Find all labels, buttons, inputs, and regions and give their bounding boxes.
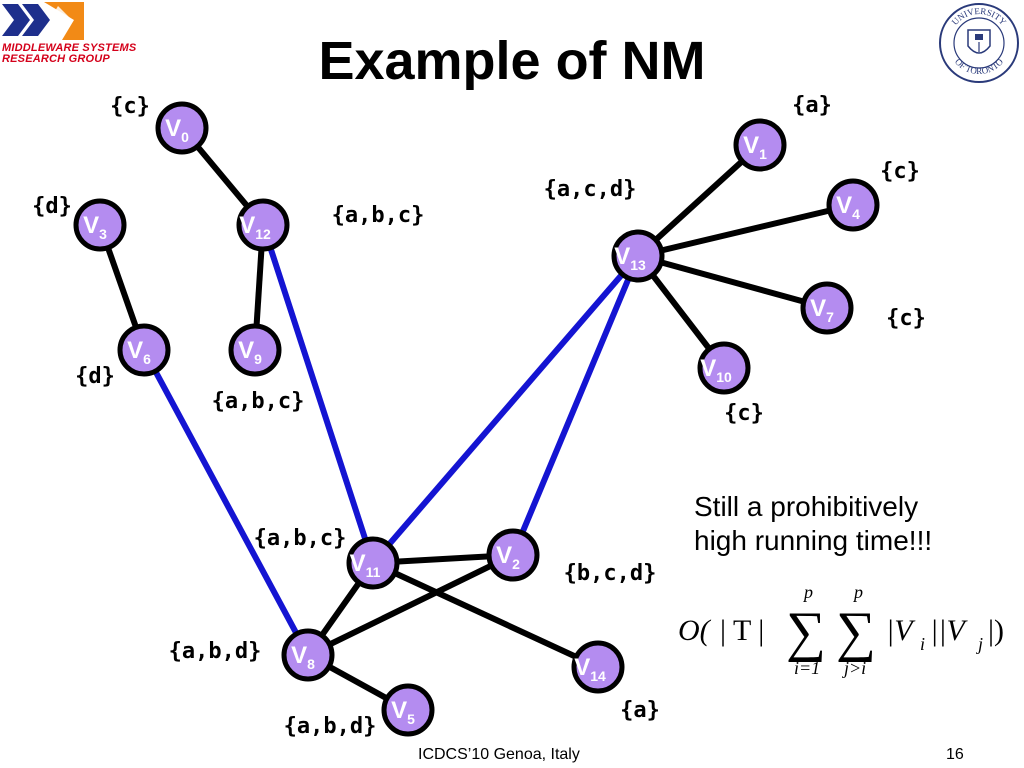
footer-conference: ICDCS’10 Genoa, Italy xyxy=(418,746,580,763)
node-label-v0: V0 xyxy=(165,115,189,145)
node-v4: V4 xyxy=(826,178,880,232)
node-circle-v12 xyxy=(236,198,290,252)
set-label-v4: {c} xyxy=(880,159,920,184)
node-v6: V6 xyxy=(117,323,171,377)
node-v8: V8 xyxy=(281,628,335,682)
edge-v13-v7 xyxy=(637,253,828,311)
node-label-v6: V6 xyxy=(127,337,151,367)
node-circle-v8 xyxy=(281,628,335,682)
edge-v6-v8 xyxy=(141,348,311,657)
note-line-1: Still a prohibitively xyxy=(694,491,919,522)
set-label-v11: {a,b,c} xyxy=(254,526,347,551)
node-circle-v11 xyxy=(346,536,400,590)
formula-sum1-lower: i=1 xyxy=(794,658,820,678)
set-label-v6: {d} xyxy=(75,364,115,389)
node-label-v7: V7 xyxy=(810,295,834,325)
set-label-v9: {a,b,c} xyxy=(212,389,305,414)
node-label-v5: V5 xyxy=(391,697,415,727)
node-circle-v9 xyxy=(228,323,282,377)
complexity-formula: O( | T | ∑ p i=1 ∑ p j>i |V i ||V j |) xyxy=(678,582,1004,678)
node-label-v14: V14 xyxy=(574,654,606,684)
note-line-2: high running time!!! xyxy=(694,525,933,556)
formula-t-part: | T | xyxy=(720,614,764,647)
node-v0: V0 xyxy=(155,101,209,155)
node-circle-v6 xyxy=(117,323,171,377)
node-circle-v3 xyxy=(73,198,127,252)
university-seal: UNIVERSITY OF TORONTO xyxy=(939,3,1019,83)
node-label-v11: V11 xyxy=(350,550,381,580)
formula-vj-sub: j xyxy=(976,634,983,654)
set-label-v0: {c} xyxy=(110,94,150,119)
formula-sum1-upper: p xyxy=(802,582,813,602)
formula-sum2-lower: j>i xyxy=(842,658,866,678)
node-v11: V11 xyxy=(346,536,400,590)
set-label-v10: {c} xyxy=(724,401,764,426)
node-v13: V13 xyxy=(611,229,665,283)
node-circle-v0 xyxy=(155,101,209,155)
node-v3: V3 xyxy=(73,198,127,252)
set-label-v5: {a,b,d} xyxy=(284,714,377,739)
node-label-v2: V2 xyxy=(496,542,520,572)
node-label-v9: V9 xyxy=(238,337,262,367)
node-v1: V1 xyxy=(733,118,787,172)
node-circle-v4 xyxy=(826,178,880,232)
node-label-v3: V3 xyxy=(83,212,107,242)
edge-v12-v11 xyxy=(260,224,376,564)
node-label-v10: V10 xyxy=(700,355,732,385)
node-circle-v10 xyxy=(697,341,751,395)
node-label-v8: V8 xyxy=(291,642,315,672)
set-label-v12: {a,b,c} xyxy=(332,203,425,228)
formula-big-o: O( xyxy=(678,614,712,647)
edge-v13-v4 xyxy=(637,202,854,259)
edge-v11-v14 xyxy=(371,560,600,670)
set-label-v1: {a} xyxy=(792,93,832,118)
formula-vi-sub: i xyxy=(920,634,925,654)
node-v7: V7 xyxy=(800,281,854,335)
set-label-v2: {b,c,d} xyxy=(564,561,657,586)
edge-v13-v11 xyxy=(370,254,641,565)
node-circle-v13 xyxy=(611,229,665,283)
logo-text-line2: RESEARCH GROUP xyxy=(2,53,110,65)
node-label-v1: V1 xyxy=(743,132,767,162)
node-label-v13: V13 xyxy=(614,243,646,273)
set-label-v7: {c} xyxy=(886,306,926,331)
node-v9: V9 xyxy=(228,323,282,377)
running-time-note: Still a prohibitively high running time!… xyxy=(694,490,1014,558)
set-label-v3: {d} xyxy=(32,194,72,219)
slide-title: Example of NM xyxy=(318,31,706,91)
formula-vi: |V xyxy=(886,614,916,647)
formula-sum-2: ∑ xyxy=(836,601,876,663)
edge-v13-v1 xyxy=(635,142,763,259)
edge-v8-v2 xyxy=(306,552,515,658)
footer-page-number: 16 xyxy=(946,746,964,763)
set-label-v8: {a,b,d} xyxy=(169,639,262,664)
node-circle-v5 xyxy=(381,683,435,737)
node-v14: V14 xyxy=(571,640,625,694)
logo-text-line1: MIDDLEWARE SYSTEMS xyxy=(2,42,137,54)
node-label-v12: V12 xyxy=(239,212,271,242)
node-v12: V12 xyxy=(236,198,290,252)
node-v2: V2 xyxy=(486,528,540,582)
mrsg-logo xyxy=(0,0,86,42)
formula-sum-1: ∑ xyxy=(786,601,826,663)
formula-sum2-upper: p xyxy=(852,582,863,602)
formula-vj: ||V xyxy=(930,614,968,647)
set-label-v13: {a,c,d} xyxy=(544,177,637,202)
node-v5: V5 xyxy=(381,683,435,737)
node-circle-v1 xyxy=(733,118,787,172)
node-circle-v7 xyxy=(800,281,854,335)
node-circle-v14 xyxy=(571,640,625,694)
node-circle-v2 xyxy=(486,528,540,582)
set-label-v14: {a} xyxy=(620,698,660,723)
edge-v13-v2 xyxy=(510,254,641,557)
formula-close: |) xyxy=(988,614,1004,647)
node-label-v4: V4 xyxy=(836,192,860,222)
node-v10: V10 xyxy=(697,341,751,395)
